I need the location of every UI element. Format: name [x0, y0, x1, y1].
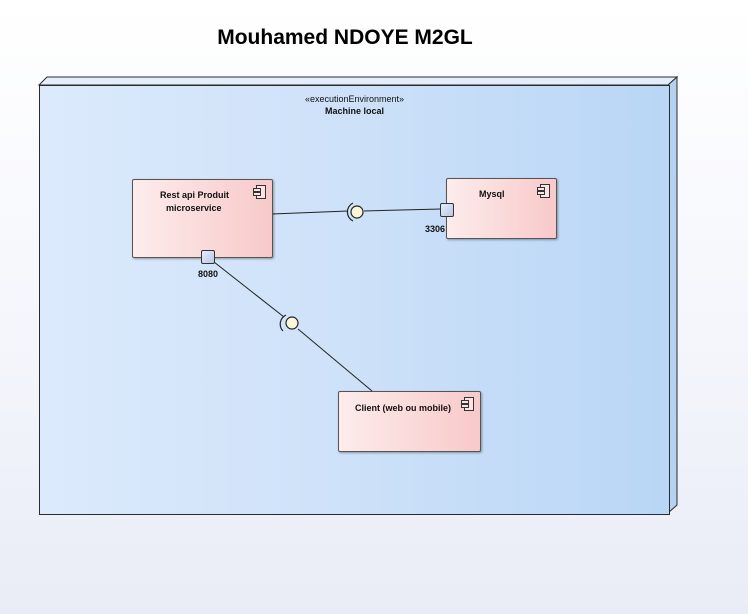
rest-api-port-label: 8080 [198, 269, 219, 279]
node-stereotype: «executionEnvironment» [304, 94, 405, 104]
component-icon [461, 397, 474, 411]
mysql-label: Mysql [479, 189, 505, 199]
rest-to-client-line-bottom [297, 328, 373, 392]
node-name: Machine local [324, 106, 385, 116]
rest-to-mysql-line-left [271, 210, 349, 215]
rest-api-component[interactable]: Rest api Produit microservice [132, 179, 273, 258]
mysql-port-icon[interactable] [440, 203, 454, 217]
rest-api-label-line2: microservice [166, 203, 222, 213]
component-icon [537, 184, 550, 198]
rest-api-port-icon[interactable] [201, 250, 215, 264]
mysql-port-label: 3306 [425, 224, 446, 234]
mysql-component[interactable]: Mysql [446, 178, 557, 239]
rest-api-label-line1: Rest api Produit [160, 190, 230, 200]
client-component[interactable]: Client (web ou mobile) [338, 391, 481, 452]
client-label: Client (web ou mobile) [355, 403, 451, 413]
component-icon [253, 185, 266, 199]
rest-to-mysql-line-right [363, 208, 442, 212]
client-interface-icon [279, 314, 299, 332]
mysql-interface-icon [346, 202, 364, 222]
rest-to-client-line-top [213, 261, 285, 318]
diagram-title: Mouhamed NDOYE M2GL [217, 26, 473, 49]
